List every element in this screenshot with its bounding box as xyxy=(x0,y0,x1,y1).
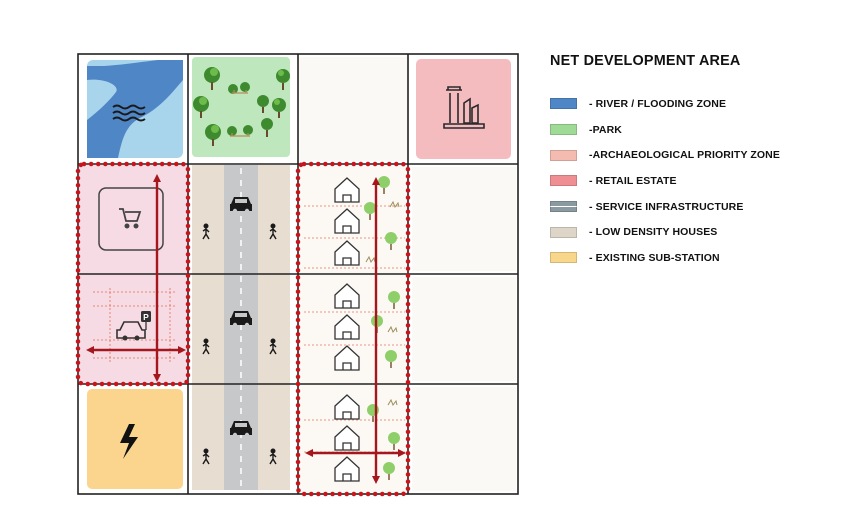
substation-swatch xyxy=(550,252,577,264)
empty-cell-r3c4 xyxy=(412,277,516,381)
empty-cell-r4c4 xyxy=(412,387,516,491)
housing-boundary xyxy=(295,161,411,497)
legend-label: - SERVICE INFRASTRUCTURE xyxy=(589,200,744,213)
retail-swatch xyxy=(550,175,577,187)
extent-arrows xyxy=(86,174,406,484)
cart-frame xyxy=(98,187,164,251)
legend-label: - LOW DENSITY HOUSES xyxy=(589,226,718,239)
park-trees-icon xyxy=(193,67,290,146)
park-swatch xyxy=(550,124,577,136)
legend-label: - RIVER / FLOODING ZONE xyxy=(589,97,727,110)
shopping-cart-icon xyxy=(119,208,142,229)
empty-cell-r2c4 xyxy=(412,167,516,271)
houses-swatch xyxy=(550,226,577,238)
house-icons xyxy=(334,177,360,482)
legend-label: - EXISTING SUB-STATION xyxy=(589,251,720,264)
archaeological-swatch xyxy=(550,149,577,161)
parking-car-icon: P xyxy=(116,311,151,341)
lightning-bolt-icon xyxy=(120,424,138,459)
legend-item: -ARCHAEOLOGICAL PRIORITY ZONE xyxy=(548,142,838,168)
legend: NET DEVELOPMENT AREA - RIVER / FLOODING … xyxy=(548,52,838,271)
svg-text:P: P xyxy=(143,312,149,322)
empty-cell-r1c3 xyxy=(299,57,407,161)
sidewalk-right xyxy=(258,165,290,490)
legend-items: - RIVER / FLOODING ZONE -PARK -ARCHAEOLOGI… xyxy=(548,91,838,271)
legend-label: - RETAIL ESTATE xyxy=(589,174,677,187)
legend-item: - RIVER / FLOODING ZONE xyxy=(548,91,838,117)
legend-item: - RETAIL ESTATE xyxy=(548,168,838,194)
retail-boundary xyxy=(75,161,191,387)
sidewalk-left xyxy=(192,165,224,490)
legend-item: - EXISTING SUB-STATION xyxy=(548,245,838,271)
legend-label: -ARCHAEOLOGICAL PRIORITY ZONE xyxy=(589,149,780,162)
river-shape xyxy=(87,60,183,158)
water-waves-icon xyxy=(112,104,146,122)
legend-item: -PARK xyxy=(548,117,838,143)
legend-item: - LOW DENSITY HOUSES xyxy=(548,219,838,245)
legend-title: NET DEVELOPMENT AREA xyxy=(550,52,741,69)
legend-item: - SERVICE INFRASTRUCTURE xyxy=(548,194,838,220)
legend-label: -PARK xyxy=(589,123,622,136)
pedestrian-icons xyxy=(202,223,277,465)
car-icons xyxy=(230,197,252,438)
ruins-column-icon xyxy=(443,86,485,129)
service-swatch xyxy=(550,201,577,213)
development-boundaries xyxy=(75,161,411,497)
river-swatch xyxy=(550,98,577,110)
